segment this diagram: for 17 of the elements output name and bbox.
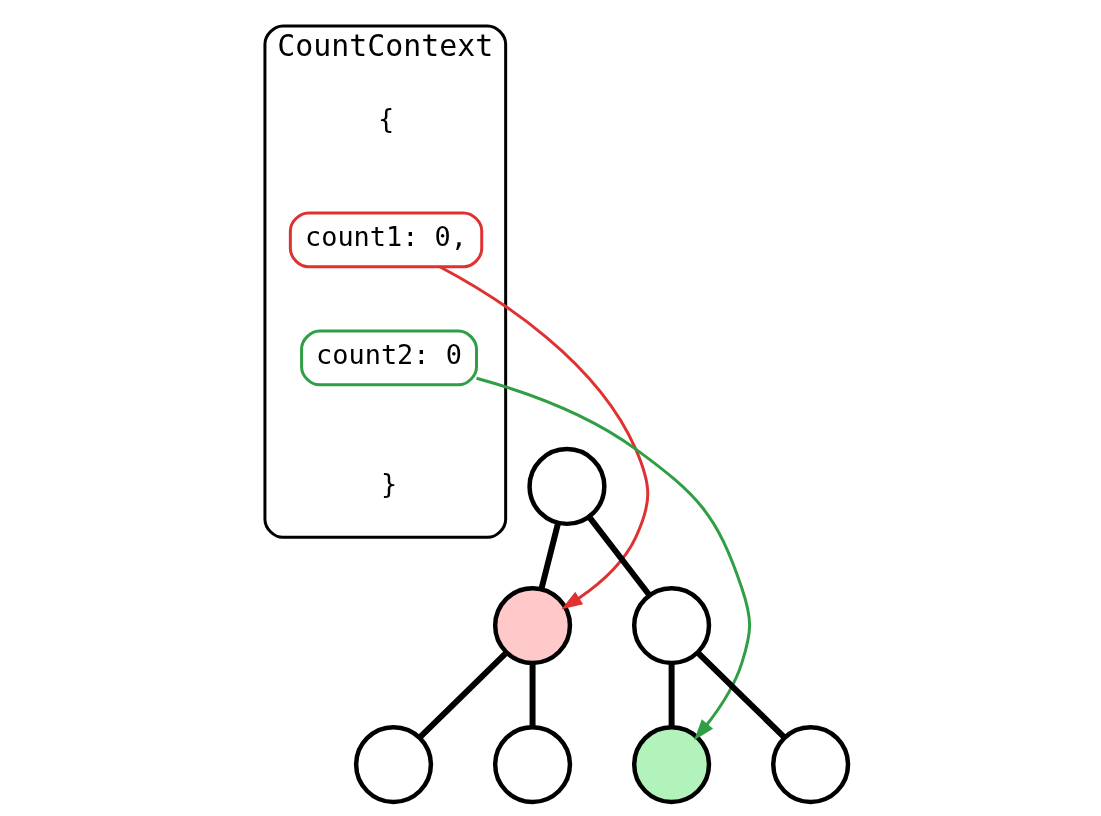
connector [586,515,652,598]
arrow [476,376,752,741]
node-circle [771,724,851,805]
node-box: count1: 0, [288,211,484,269]
arrow [439,265,650,610]
node-circle [527,446,607,527]
node-circle [492,724,573,805]
node-circle [353,724,434,805]
node-circle [631,585,712,666]
connector [695,650,787,740]
connector [417,650,509,740]
node-circle [631,724,712,805]
node-box: count2: 0 [300,329,478,387]
connector [668,663,675,727]
connector [529,663,536,727]
connector [538,522,561,590]
node-circle [492,585,573,666]
